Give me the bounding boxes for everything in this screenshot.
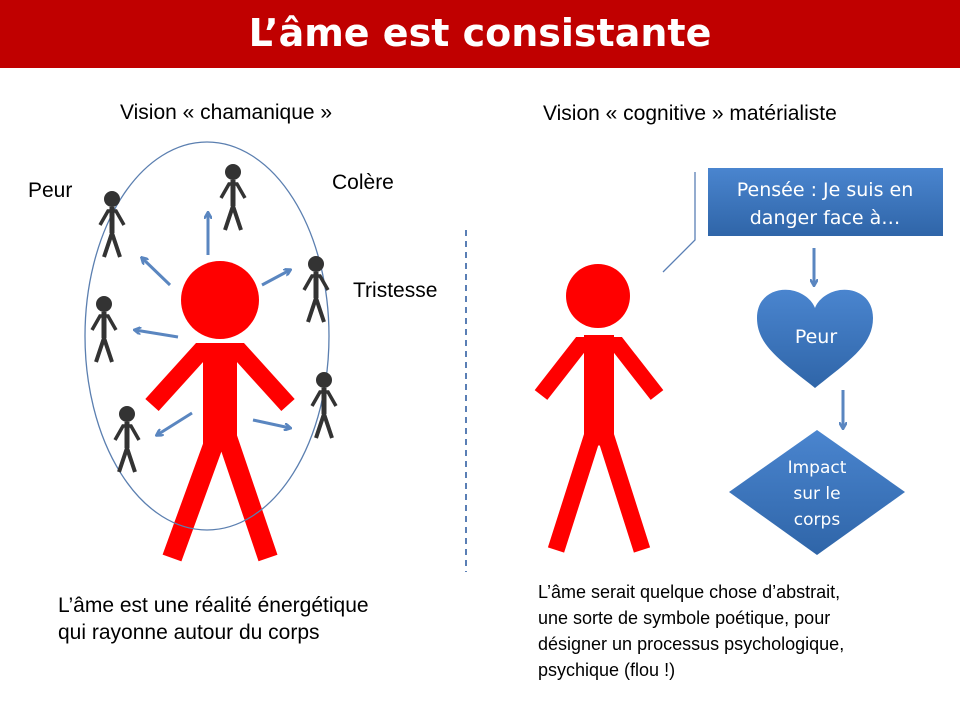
label-sadness: Tristesse xyxy=(353,279,438,302)
thought-line-2: danger face à… xyxy=(750,207,901,229)
thought-box xyxy=(708,168,943,236)
right-caption-line: désigner un processus psychologique, xyxy=(538,634,845,654)
small-figure xyxy=(100,191,124,257)
small-figure xyxy=(221,164,245,230)
right-caption-line: L’âme serait quelque chose d’abstrait, xyxy=(538,582,841,602)
impact-diamond xyxy=(729,430,905,555)
small-figure xyxy=(312,372,336,438)
right-caption: L’âme serait quelque chose d’abstrait, u… xyxy=(538,579,844,683)
callout-line xyxy=(662,172,696,273)
diamond-line-3: corps xyxy=(794,510,841,530)
right-caption-line: une sorte de symbole poétique, pour xyxy=(538,608,831,628)
heart-shape xyxy=(757,289,873,388)
diamond-line-1: Impact xyxy=(788,458,847,478)
left-heading: Vision « chamanique » xyxy=(120,101,333,124)
right-caption-line: psychique (flou !) xyxy=(538,660,676,680)
label-fear: Peur xyxy=(28,179,73,202)
right-heading: Vision « cognitive » matérialiste xyxy=(543,102,837,125)
label-anger: Colère xyxy=(332,171,394,194)
left-caption-line: L’âme est une réalité énergétique xyxy=(58,594,369,617)
diamond-line-2: sur le xyxy=(793,484,840,504)
radiating-arrows xyxy=(135,213,290,435)
red-figure-left xyxy=(145,261,295,562)
small-figure xyxy=(304,256,328,322)
left-caption: L’âme est une réalité énergétique qui ra… xyxy=(58,592,369,646)
red-figure-right xyxy=(534,264,664,553)
slide-title: L’âme est consistante xyxy=(0,0,960,68)
heart-label: Peur xyxy=(795,326,838,348)
small-figure xyxy=(92,296,116,362)
thought-line-1: Pensée : Je suis en xyxy=(737,179,914,201)
aura-ellipse xyxy=(84,141,330,531)
small-figure xyxy=(115,406,139,472)
flow-arrows xyxy=(814,248,843,428)
left-caption-line: qui rayonne autour du corps xyxy=(58,621,320,644)
